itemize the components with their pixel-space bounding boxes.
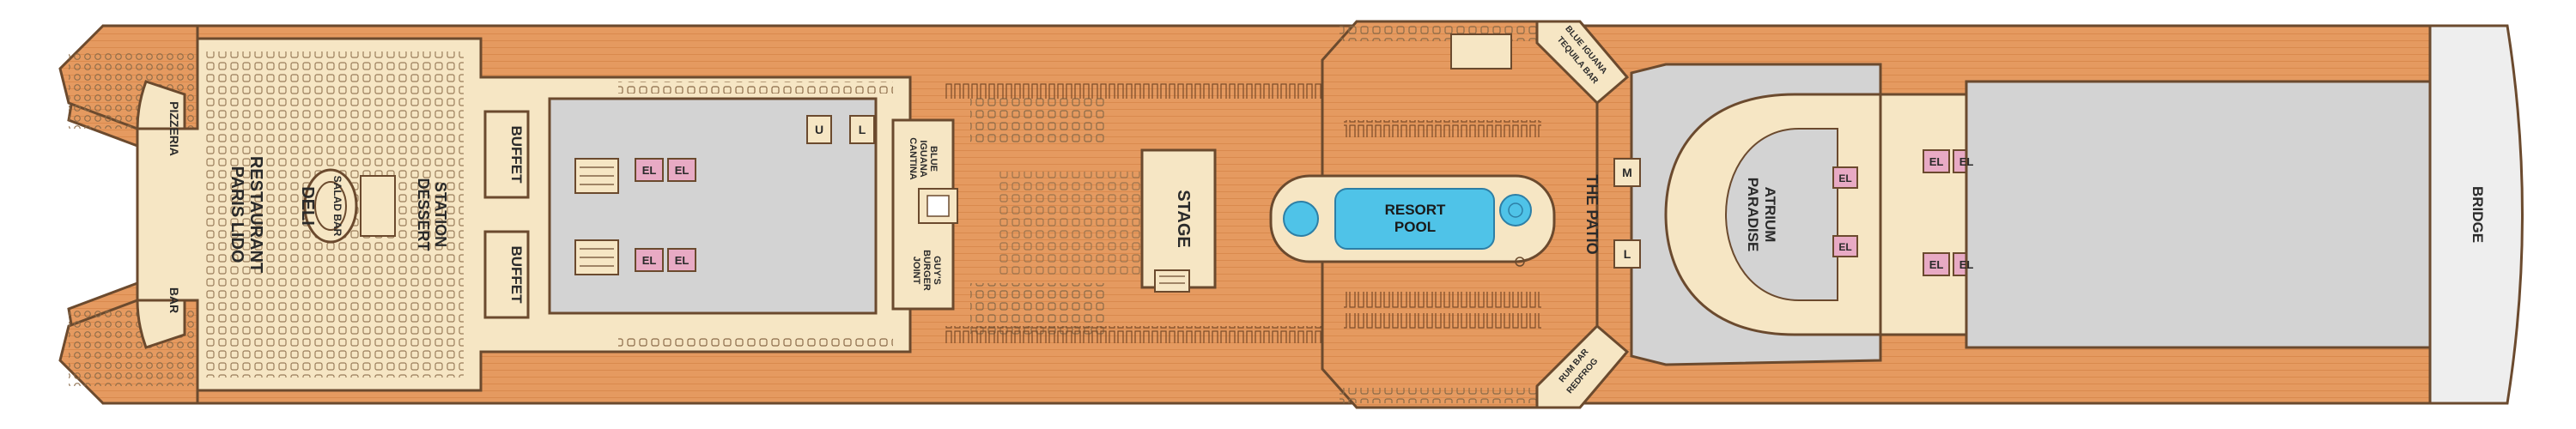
- u-restroom-label: U: [815, 123, 823, 136]
- blue-iguana-cantina-2: IGUANA: [918, 140, 928, 177]
- pizzeria-label: PIZZERIA: [167, 101, 181, 156]
- paradise-label: PARADISE: [1745, 178, 1761, 252]
- the-patio-label: THE PATIO: [1583, 174, 1601, 254]
- blue-iguana-cantina-1: BLUE: [928, 146, 939, 172]
- guys-burger-2: BURGER: [921, 250, 932, 291]
- el-aft-2: EL: [675, 164, 690, 177]
- deli-label: DELI: [298, 186, 317, 226]
- el-aft-3: EL: [642, 254, 657, 267]
- guys-burger-3: JOINT: [911, 257, 921, 285]
- restaurant-label: RESTAURANT: [246, 156, 265, 273]
- blue-iguana-cantina-3: CANTINA: [908, 137, 918, 180]
- bridge-label: BRIDGE: [2470, 186, 2486, 243]
- el-atrium-1: EL: [1838, 172, 1851, 184]
- m-box-label: M: [1622, 166, 1632, 179]
- el-aft-4: EL: [675, 254, 690, 267]
- buffet-top: [483, 110, 530, 199]
- guys-burger-1: GUY'S: [932, 256, 942, 285]
- whirlpool-left: [1283, 201, 1319, 237]
- whirlpool-right: [1499, 194, 1532, 227]
- buffet-bottom-label: BUFFET: [508, 245, 525, 304]
- buffet-top-label: BUFFET: [508, 125, 525, 184]
- elevators-aft: [635, 158, 696, 272]
- el-fwd-3: EL: [1929, 258, 1944, 271]
- el-fwd-4: EL: [1959, 258, 1974, 271]
- resort-pool-label-2: POOL: [1394, 219, 1436, 235]
- resort-pool-water: [1334, 188, 1495, 250]
- el-aft-1: EL: [642, 164, 657, 177]
- station-label: STATION: [432, 182, 449, 247]
- redfrog-rum-bar: [1535, 323, 1630, 409]
- atrium-label: ATRIUM: [1762, 187, 1778, 243]
- dessert-label: DESSERT: [415, 178, 432, 251]
- stage-label: STAGE: [1174, 190, 1193, 247]
- bar-label: BAR: [167, 287, 181, 313]
- blue-iguana-tequila-bar: [1535, 20, 1630, 106]
- salad-bar-label: SALAD BAR: [331, 176, 343, 237]
- buffet-bottom: [483, 230, 530, 319]
- el-atrium-2: EL: [1838, 241, 1851, 253]
- paris-lido-label: PARIS LIDO: [228, 166, 246, 263]
- l-box-label: L: [1624, 247, 1631, 261]
- el-fwd-2: EL: [1959, 155, 1974, 168]
- bridge: [2428, 24, 2524, 405]
- resort-pool-label-1: RESORT: [1385, 202, 1446, 218]
- el-fwd-1: EL: [1929, 155, 1944, 168]
- forward-gray-hall: [1965, 80, 2432, 349]
- l-restroom-label-aft: L: [859, 123, 866, 136]
